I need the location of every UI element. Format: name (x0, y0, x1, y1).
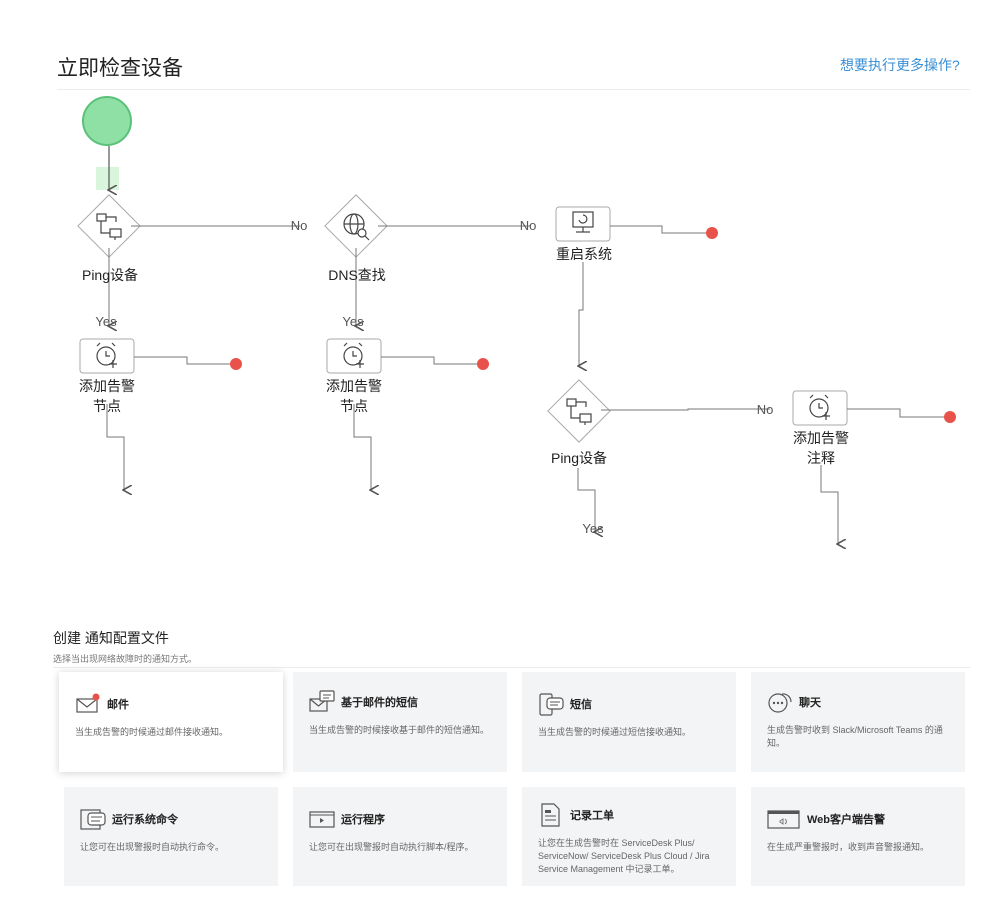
node-label: Ping设备 (81, 267, 139, 283)
reboot-system-icon (572, 211, 594, 233)
dns-lookup-node[interactable] (324, 194, 388, 258)
start-node[interactable] (82, 96, 132, 146)
add-alarm-icon (343, 342, 364, 368)
edge-label-yes: Yes (95, 314, 117, 329)
edge-end (847, 408, 944, 418)
log-ticket-icon (541, 803, 560, 827)
header-divider (57, 89, 970, 90)
end-dot (230, 358, 242, 370)
drop-target[interactable] (96, 167, 119, 190)
run-program-icon (309, 811, 335, 828)
edge-end (381, 356, 477, 365)
add-alarm-node[interactable] (79, 338, 135, 374)
card-description: 当生成告警的时候通过短信接收通知。 (538, 727, 692, 737)
workflow-canvas (77, 96, 956, 600)
add-alarm-node[interactable] (326, 338, 382, 374)
more-actions-link[interactable]: 想要执行更多操作? (840, 57, 960, 73)
ping-device-node[interactable] (77, 194, 141, 258)
edge-end (610, 225, 706, 234)
run-program-card[interactable]: 运行程序 让您可在出现警报时自动执行脚本/程序。 (293, 787, 507, 886)
add-alarm-icon (809, 394, 830, 420)
card-title: 记录工单 (570, 810, 614, 822)
reboot-system-node[interactable] (555, 206, 611, 242)
dns-lookup-icon (343, 213, 370, 241)
email-sms-icon (309, 690, 335, 712)
card-title: 短信 (570, 699, 592, 711)
email-icon (76, 693, 100, 713)
section-divider (53, 667, 970, 668)
card-description: 在生成严重警报时，收到声音警报通知。 (767, 842, 930, 852)
email-card[interactable]: 邮件 当生成告警的时候通过邮件接收通知。 (59, 672, 283, 772)
web-client-alert-icon (767, 810, 800, 829)
node-label: 添加告警注释 (793, 430, 849, 466)
ping-device-icon (96, 213, 122, 240)
card-description: 生成告警时收到 Slack/Microsoft Teams 的通知。 (767, 725, 943, 748)
card-title: 运行系统命令 (112, 814, 178, 826)
section-subtitle: 选择当出现网络故障时的通知方式。 (53, 654, 198, 664)
card-title: 邮件 (107, 699, 129, 711)
section-title: 创建 通知配置文件 (53, 630, 169, 646)
ping-device-icon (566, 398, 592, 425)
chat-card[interactable]: 聊天 生成告警时收到 Slack/Microsoft Teams 的通知。 (751, 672, 965, 772)
node-label: 添加告警节点 (326, 378, 382, 414)
end-dot (944, 411, 956, 423)
end-dot (477, 358, 489, 370)
ping-device-node[interactable] (547, 379, 611, 443)
connector (820, 465, 838, 544)
edge-label-no: No (519, 218, 537, 233)
sms-card[interactable]: 短信 当生成告警的时候通过短信接收通知。 (522, 672, 736, 772)
edge-yes (577, 468, 595, 532)
card-description: 当生成告警的时候通过邮件接收通知。 (75, 727, 229, 737)
card-title: 聊天 (799, 697, 821, 709)
edge-end (134, 356, 230, 365)
add-alarm-node[interactable] (792, 390, 848, 426)
card-description: 让您可在出现警报时自动执行脚本/程序。 (309, 842, 474, 852)
run-command-card[interactable]: 运行系统命令 让您可在出现警报时自动执行命令。 (64, 787, 278, 886)
card-description: 当生成告警的时候接收基于邮件的短信通知。 (309, 725, 490, 735)
sms-icon (539, 693, 564, 716)
connector (106, 404, 124, 490)
run-command-icon (80, 809, 106, 830)
node-label: 重启系统 (556, 246, 612, 262)
connector (579, 262, 583, 366)
card-description: 让您在生成告警时在 ServiceDesk Plus/ ServiceNow/ … (538, 838, 710, 874)
log-ticket-card[interactable]: 记录工单 让您在生成告警时在 ServiceDesk Plus/ Service… (522, 787, 736, 886)
node-label: Ping设备 (550, 450, 608, 466)
chat-icon (768, 693, 792, 713)
end-dot (706, 227, 718, 239)
card-title: 运行程序 (341, 814, 385, 826)
card-description: 让您可在出现警报时自动执行命令。 (80, 842, 225, 852)
card-title: 基于邮件的短信 (341, 697, 418, 709)
web-client-alert-card[interactable]: Web客户端告警 在生成严重警报时，收到声音警报通知。 (751, 787, 965, 886)
email-sms-card[interactable]: 基于邮件的短信 当生成告警的时候接收基于邮件的短信通知。 (293, 672, 507, 772)
node-label: DNS查找 (328, 267, 386, 283)
edge-no (601, 408, 770, 411)
page-title: 立即检查设备 (57, 57, 183, 80)
edge-label-no: No (756, 402, 774, 417)
node-label: 添加告警节点 (79, 378, 135, 414)
edge-label-yes: Yes (582, 521, 604, 536)
edge-label-no: No (290, 218, 308, 233)
add-alarm-icon (96, 342, 117, 368)
card-title: Web客户端告警 (807, 814, 886, 826)
connector (353, 404, 371, 490)
edge-label-yes: Yes (342, 314, 364, 329)
